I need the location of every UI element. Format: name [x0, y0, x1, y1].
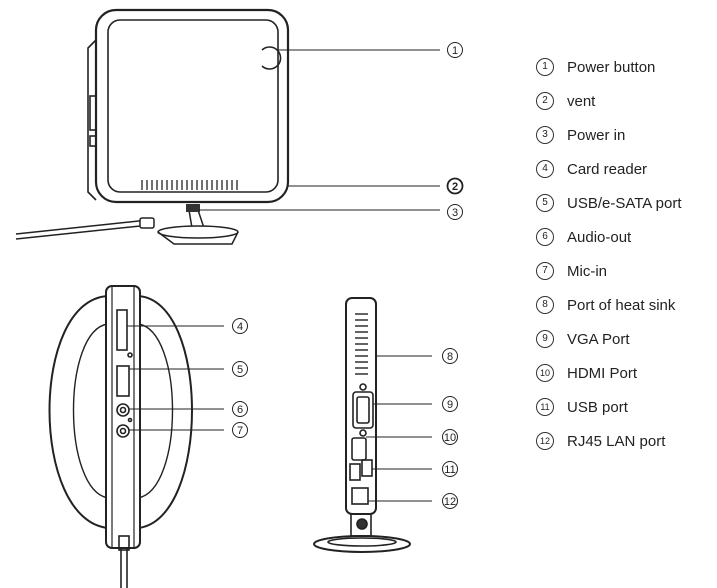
- legend-label: USB/e-SATA port: [567, 194, 682, 212]
- legend-number: 4: [536, 160, 554, 178]
- callout-3: 3: [447, 204, 463, 220]
- card-reader-slot: [116, 309, 128, 351]
- svg-text:6: 6: [237, 404, 243, 416]
- svg-text:7: 7: [237, 425, 243, 437]
- vga-port: [352, 391, 374, 429]
- legend-number: 2: [536, 92, 554, 110]
- callout-6: 6: [232, 401, 248, 417]
- callout-7: 7: [232, 422, 248, 438]
- callout-9: 9: [442, 396, 458, 412]
- legend-label: Card reader: [567, 160, 648, 178]
- legend-number: 7: [536, 262, 554, 280]
- usb-port-2: [361, 459, 373, 477]
- legend-label: Port of heat sink: [567, 296, 676, 314]
- legend-item-usb-esata-port: 5 USB/e-SATA port: [536, 192, 682, 214]
- front-view-device: [87, 8, 290, 204]
- legend-label: VGA Port: [567, 330, 630, 348]
- legend-number: 5: [536, 194, 554, 212]
- legend-item-power-button: 1 Power button: [536, 56, 655, 78]
- legend-number: 3: [536, 126, 554, 144]
- heat-sink-slots: [355, 313, 368, 375]
- callout-11: 11: [442, 461, 458, 477]
- legend-label: Audio-out: [567, 228, 632, 246]
- rj45-port: [351, 487, 369, 505]
- legend-label: vent: [567, 92, 596, 110]
- svg-text:5: 5: [237, 364, 243, 376]
- callout-8: 8: [442, 348, 458, 364]
- svg-text:8: 8: [447, 351, 453, 363]
- legend-item-usb-port: 11 USB port: [536, 396, 628, 418]
- audio-out-jack: [116, 403, 130, 417]
- legend-item-card-reader: 4 Card reader: [536, 158, 647, 180]
- legend-number: 12: [536, 432, 554, 450]
- legend-label: HDMI Port: [567, 364, 638, 382]
- svg-text:3: 3: [452, 207, 458, 219]
- legend-label: Power in: [567, 126, 626, 144]
- legend-item-power-in: 3 Power in: [536, 124, 625, 146]
- callout-4: 4: [232, 318, 248, 334]
- hdmi-port: [351, 437, 367, 461]
- callout-markers: 1 2 3 4 5 6 7 8 9 10 11 12: [232, 42, 464, 509]
- stand-and-cable: [15, 203, 239, 245]
- legend-number: 6: [536, 228, 554, 246]
- svg-text:2: 2: [452, 181, 458, 193]
- legend-label: USB port: [567, 398, 628, 416]
- side-view-device: [48, 285, 193, 588]
- callout-10: 10: [442, 429, 458, 445]
- power-button-icon: [261, 46, 282, 70]
- legend-item-rj45-lan-port: 12 RJ45 LAN port: [536, 430, 665, 452]
- legend-number: 10: [536, 364, 554, 382]
- svg-text:4: 4: [237, 321, 243, 333]
- callout-12: 12: [442, 493, 458, 509]
- legend-item-hdmi-port: 10 HDMI Port: [536, 362, 637, 384]
- callout-2: 2: [446, 177, 464, 195]
- legend-number: 1: [536, 58, 554, 76]
- legend-item-vent: 2 vent: [536, 90, 595, 112]
- svg-text:1: 1: [452, 45, 458, 57]
- svg-text:12: 12: [444, 496, 456, 508]
- svg-text:10: 10: [444, 432, 456, 444]
- svg-text:11: 11: [444, 464, 455, 476]
- legend-number: 8: [536, 296, 554, 314]
- usb-port-1: [349, 463, 361, 481]
- legend-label: Mic-in: [567, 262, 607, 280]
- legend-number: 11: [536, 398, 554, 416]
- mic-in-jack: [116, 424, 130, 438]
- legend-item-mic-in: 7 Mic-in: [536, 260, 607, 282]
- callout-5: 5: [232, 361, 248, 377]
- callout-lines: [127, 49, 440, 502]
- svg-text:9: 9: [447, 399, 453, 411]
- legend-label: Power button: [567, 58, 656, 76]
- back-view-device: [313, 297, 411, 553]
- legend-number: 9: [536, 330, 554, 348]
- vent-slots: [141, 180, 238, 190]
- callout-1: 1: [447, 42, 463, 58]
- legend-item-heat-sink-port: 8 Port of heat sink: [536, 294, 675, 316]
- legend-item-audio-out: 6 Audio-out: [536, 226, 631, 248]
- usb-esata-slot: [116, 365, 130, 397]
- legend-label: RJ45 LAN port: [567, 432, 666, 450]
- legend-item-vga-port: 9 VGA Port: [536, 328, 630, 350]
